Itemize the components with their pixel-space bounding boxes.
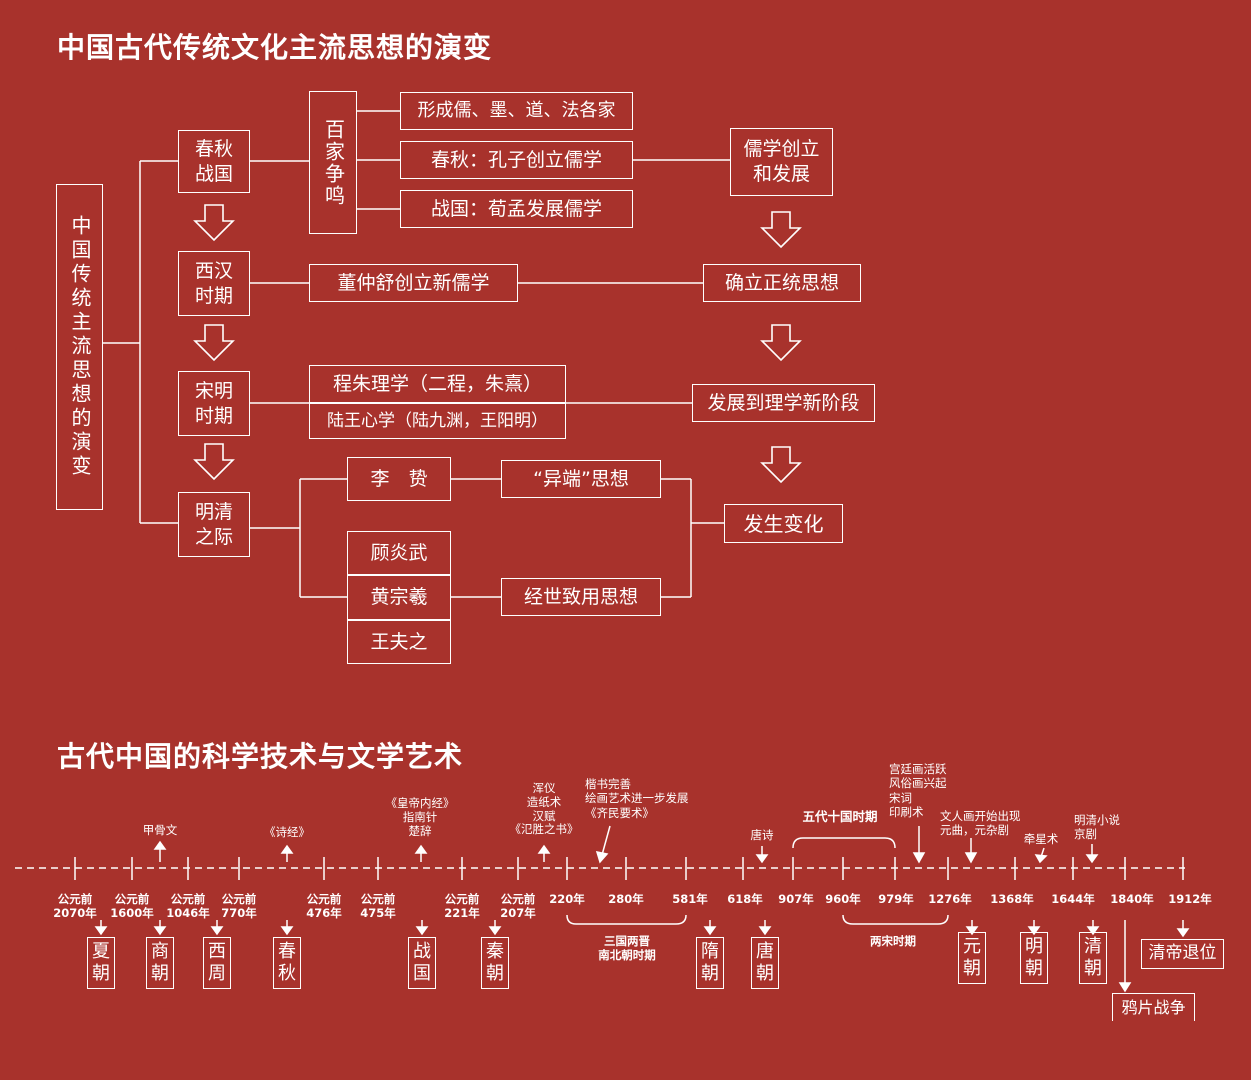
dynasty-sui: 隋 朝 [696, 937, 724, 989]
year-label: 公元前 1600年 [110, 892, 154, 921]
year-label: 907年 [778, 892, 814, 906]
year-label: 公元前 475年 [360, 892, 396, 921]
year-label: 618年 [727, 892, 763, 906]
main-title: 中国古代传统文化主流思想的演变 [57, 31, 493, 64]
year-label: 979年 [878, 892, 914, 906]
year-label: 公元前 207年 [500, 892, 536, 921]
label-dongzhongshu: 董仲舒创立新儒学 [337, 271, 490, 294]
period-liangsong: 两宋时期 [870, 934, 916, 948]
label-xihan: 西汉 时期 [194, 259, 233, 307]
node-mingqing: 明清 之际 [178, 492, 250, 557]
label-result-change: 发生变化 [743, 511, 824, 536]
node-baijia-item-3: 战国：荀孟发展儒学 [400, 190, 633, 228]
year-label: 公元前 476年 [306, 892, 342, 921]
node-lizhi: 李 贽 [347, 457, 451, 501]
year-label: 公元前 770年 [221, 892, 257, 921]
achievement-jiaguwen: 甲骨文 [142, 823, 178, 837]
label-baijia-item-2: 春秋：孔子创立儒学 [430, 148, 602, 171]
section-title-science-arts: 古代中国的科学技术与文学艺术 [57, 740, 464, 773]
event-yapian-zhanzheng: 鸦片战争 [1112, 993, 1195, 1021]
year-label: 1276年 [928, 892, 972, 906]
label-mingqing: 明清 之际 [194, 500, 233, 548]
dynasty-qing: 清 朝 [1079, 932, 1107, 984]
label-yiduan: “异端”思想 [533, 467, 629, 490]
dynasty-shang: 商 朝 [146, 937, 174, 989]
event-qingdi-tuiwei: 清帝退位 [1141, 939, 1224, 969]
root-node: 中国传统主流思想的演变 [56, 184, 103, 510]
label-chunqiu: 春秋 战国 [194, 137, 233, 185]
achievement-kaishu: 楷书完善 绘画艺术进一步发展 《齐民要术》 [585, 777, 689, 820]
node-baijia-item-1: 形成儒、墨、道、法各家 [400, 92, 633, 130]
label-result-rujia: 儒学创立 和发展 [743, 138, 820, 185]
year-label: 581年 [672, 892, 708, 906]
node-yiduan: “异端”思想 [501, 460, 661, 498]
dynasty-yuan: 元 朝 [958, 932, 986, 984]
node-result-lixue: 发展到理学新阶段 [692, 384, 875, 422]
year-label: 1840年 [1110, 892, 1154, 906]
year-label: 1644年 [1051, 892, 1095, 906]
dynasty-chunqiu: 春 秋 [273, 937, 301, 989]
node-songming: 宋明 时期 [178, 371, 250, 436]
achievement-mingqing-xiaoshuo: 明清小说 京剧 [1074, 813, 1120, 842]
year-label: 1368年 [990, 892, 1034, 906]
node-thinker-wang: 王夫之 [347, 620, 451, 664]
achievement-hunyi-zaozhi: 浑仪 造纸术 汉赋 《氾胜之书》 [509, 781, 579, 837]
achievement-gongting-hua: 宫廷画活跃 风俗画兴起 宋词 印刷术 [889, 762, 947, 820]
root-label: 中国传统主流思想的演变 [68, 215, 92, 479]
label-thinker-wang: 王夫之 [370, 630, 428, 653]
year-label: 960年 [825, 892, 861, 906]
year-label: 公元前 1046年 [166, 892, 210, 921]
dynasty-qin: 秦 朝 [481, 937, 509, 989]
node-result-zhengtong: 确立正统思想 [703, 264, 861, 302]
node-jingshi: 经世致用思想 [501, 578, 661, 616]
node-luwang-xinxue: 陆王心学（陆九渊，王阳明） [309, 403, 566, 439]
label-lizhi: 李 贽 [370, 467, 428, 490]
label-songming: 宋明 时期 [194, 379, 233, 427]
year-label: 公元前 221年 [444, 892, 480, 921]
period-sanguo-nanbeichao: 三国两晋 南北朝时期 [598, 934, 656, 963]
label-baijia-item-3: 战国：荀孟发展儒学 [430, 197, 602, 220]
dynasty-xia: 夏 朝 [87, 937, 115, 989]
year-label: 公元前 2070年 [53, 892, 97, 921]
year-label: 280年 [608, 892, 644, 906]
node-thinker-huang: 黄宗羲 [347, 575, 451, 620]
label-luwang-xinxue: 陆王心学（陆九渊，王阳明） [327, 410, 548, 431]
label-chengzhu-lixue: 程朱理学（二程，朱熹） [332, 372, 542, 395]
dynasty-tang: 唐 朝 [751, 937, 779, 989]
node-dongzhongshu: 董仲舒创立新儒学 [309, 264, 518, 302]
node-xihan: 西汉 时期 [178, 251, 250, 316]
node-chengzhu-lixue: 程朱理学（二程，朱熹） [309, 365, 566, 403]
label-result-lixue: 发展到理学新阶段 [707, 391, 860, 414]
dynasty-ming: 明 朝 [1020, 932, 1048, 984]
label-thinker-gu: 顾炎武 [370, 541, 428, 564]
node-thinker-gu: 顾炎武 [347, 531, 451, 575]
node-baijia-item-2: 春秋：孔子创立儒学 [400, 141, 633, 179]
label-thinker-huang: 黄宗羲 [370, 586, 428, 609]
dynasty-xizhou: 西 周 [203, 937, 231, 989]
achievement-shijing: 《诗经》 [264, 825, 310, 839]
achievement-wenrenhua: 文人画开始出现 元曲，元杂剧 [940, 809, 1021, 838]
achievement-tangshi: 唐诗 [750, 828, 774, 842]
label-baijia-item-1: 形成儒、墨、道、法各家 [417, 100, 616, 122]
node-result-rujia: 儒学创立 和发展 [730, 128, 833, 196]
dynasty-zhanguo: 战 国 [408, 937, 436, 989]
node-result-change: 发生变化 [724, 504, 843, 543]
node-baijia-zhengming: 百家争鸣 [309, 91, 357, 234]
label-jingshi: 经世致用思想 [523, 585, 638, 608]
year-label: 220年 [549, 892, 585, 906]
node-chunqiu-zhanguo: 春秋 战国 [178, 130, 250, 193]
label-baijia: 百家争鸣 [321, 118, 346, 207]
year-label: 1912年 [1168, 892, 1212, 906]
achievement-qianxingshu: 牵星术 [1023, 832, 1059, 846]
achievement-huangdi-neijing: 《皇帝内经》 指南针 楚辞 [385, 796, 455, 838]
period-wudai-shiguo: 五代十国时期 [802, 809, 878, 824]
label-result-zhengtong: 确立正统思想 [724, 271, 839, 294]
